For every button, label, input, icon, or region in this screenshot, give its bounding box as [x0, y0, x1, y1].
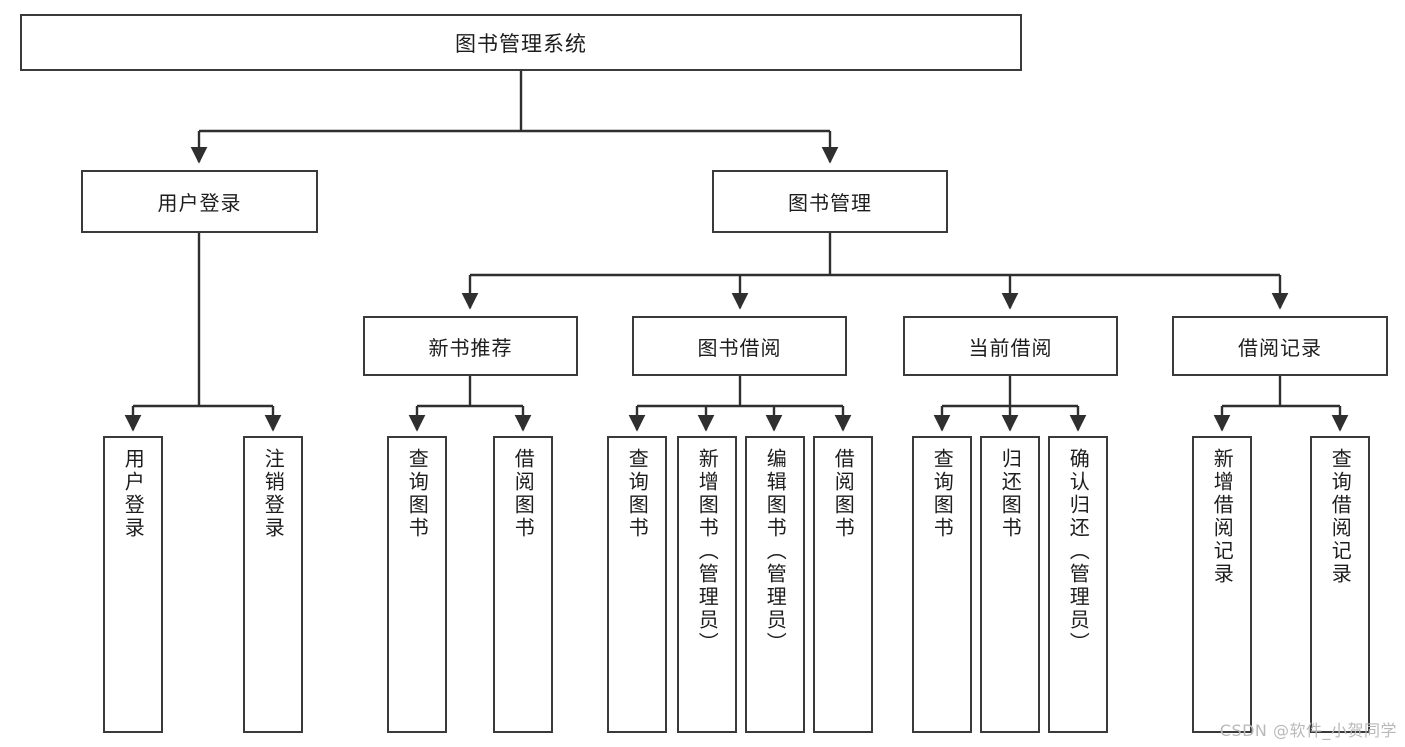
- node-label: 借阅图书: [831, 448, 856, 540]
- leaf-book-borrow-edit-book-admin[interactable]: 编辑图书（管理员）: [745, 436, 805, 733]
- leaf-new-book-borrow-book[interactable]: 借阅图书: [493, 436, 553, 733]
- node-borrow-record[interactable]: 借阅记录: [1172, 316, 1388, 376]
- node-label: 归还图书: [998, 448, 1023, 540]
- node-label: 用户登录: [157, 191, 242, 215]
- node-user-login[interactable]: 用户登录: [81, 170, 318, 233]
- node-label: 查询图书: [405, 448, 430, 540]
- node-label: 用户登录: [121, 448, 146, 540]
- node-label: 查询图书: [625, 448, 650, 540]
- node-label: 编辑图书（管理员）: [763, 448, 788, 655]
- node-root-book-management-system[interactable]: 图书管理系统: [20, 14, 1022, 71]
- node-label: 图书借阅: [697, 335, 782, 360]
- node-label: 当前借阅: [968, 335, 1053, 360]
- node-label: 新书推荐: [428, 335, 513, 360]
- leaf-current-borrow-query-book[interactable]: 查询图书: [912, 436, 972, 733]
- node-label: 图书管理: [788, 191, 872, 215]
- node-label: 查询借阅记录: [1328, 448, 1353, 586]
- leaf-book-borrow-query-book[interactable]: 查询图书: [607, 436, 667, 733]
- node-label: 新增借阅记录: [1210, 448, 1235, 586]
- leaf-current-borrow-confirm-return-admin[interactable]: 确认归还（管理员）: [1048, 436, 1108, 733]
- node-book-borrow[interactable]: 图书借阅: [632, 316, 847, 376]
- leaf-user-login-logout[interactable]: 注销登录: [243, 436, 303, 733]
- leaf-new-book-query-book[interactable]: 查询图书: [387, 436, 447, 733]
- leaf-book-borrow-borrow-book[interactable]: 借阅图书: [813, 436, 873, 733]
- leaf-borrow-record-add-record[interactable]: 新增借阅记录: [1192, 436, 1252, 733]
- leaf-borrow-record-query-record[interactable]: 查询借阅记录: [1310, 436, 1370, 733]
- node-label: 借阅图书: [511, 448, 536, 540]
- node-book-management[interactable]: 图书管理: [712, 170, 948, 233]
- node-current-borrow[interactable]: 当前借阅: [903, 316, 1118, 376]
- leaf-user-login-login[interactable]: 用户登录: [103, 436, 163, 733]
- node-label: 借阅记录: [1238, 335, 1322, 360]
- leaf-current-borrow-return-book[interactable]: 归还图书: [980, 436, 1040, 733]
- watermark-text: CSDN @软件_小贺同学: [1219, 721, 1397, 740]
- node-label: 查询图书: [930, 448, 955, 540]
- node-label: 注销登录: [261, 448, 286, 540]
- node-label: 图书管理系统: [455, 31, 587, 56]
- node-label: 新增图书（管理员）: [695, 448, 720, 655]
- leaf-book-borrow-add-book-admin[interactable]: 新增图书（管理员）: [677, 436, 737, 733]
- node-label: 确认归还（管理员）: [1066, 448, 1091, 655]
- node-new-book-recommend[interactable]: 新书推荐: [363, 316, 578, 376]
